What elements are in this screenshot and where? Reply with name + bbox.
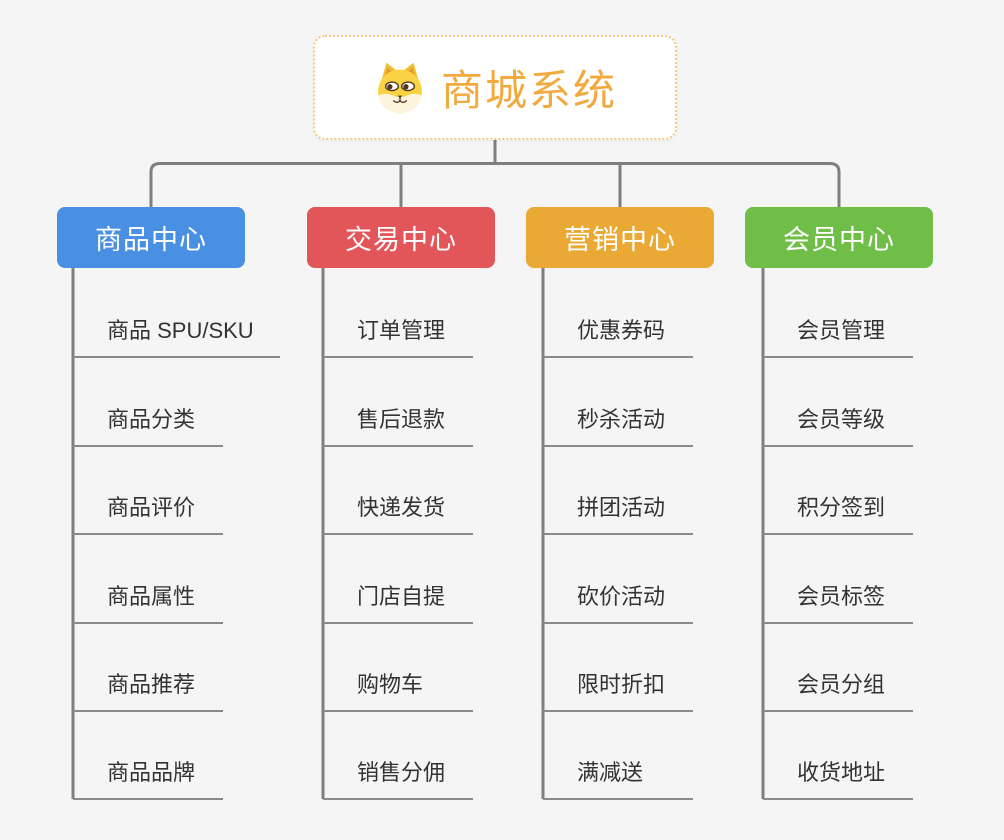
leaf-topic[interactable]: 购物车 bbox=[323, 668, 473, 712]
leaf-topic[interactable]: 商品 SPU/SKU bbox=[73, 314, 280, 358]
branch-member-center-children: 会员管理 会员等级 积分签到 会员标签 会员分组 收货地址 bbox=[763, 0, 1004, 840]
shiba-dog-icon bbox=[378, 62, 422, 113]
root-topic[interactable]: 商城系统 bbox=[313, 35, 677, 140]
leaf-topic[interactable]: 限时折扣 bbox=[543, 668, 693, 712]
leaf-topic[interactable]: 积分签到 bbox=[763, 491, 913, 535]
leaf-topic[interactable]: 收货地址 bbox=[763, 756, 913, 800]
leaf-topic[interactable]: 会员分组 bbox=[763, 668, 913, 712]
root-topic-title: 商城系统 bbox=[440, 67, 617, 114]
branch-marketing-center[interactable]: 营销中心 bbox=[526, 207, 714, 268]
leaf-topic[interactable]: 商品品牌 bbox=[73, 756, 223, 800]
leaf-topic[interactable]: 会员管理 bbox=[763, 314, 913, 358]
leaf-topic[interactable]: 秒杀活动 bbox=[543, 403, 693, 447]
branch-trade-center[interactable]: 交易中心 bbox=[307, 207, 495, 268]
branch-product-center-children: 商品 SPU/SKU 商品分类 商品评价 商品属性 商品推荐 商品品牌 bbox=[73, 0, 353, 840]
branch-trade-center-children: 订单管理 售后退款 快递发货 门店自提 购物车 销售分佣 bbox=[323, 0, 603, 840]
leaf-topic[interactable]: 商品分类 bbox=[73, 403, 223, 447]
leaf-topic[interactable]: 商品属性 bbox=[73, 580, 223, 624]
leaf-topic[interactable]: 拼团活动 bbox=[543, 491, 693, 535]
leaf-topic[interactable]: 砍价活动 bbox=[543, 580, 693, 624]
leaf-topic[interactable]: 销售分佣 bbox=[323, 756, 473, 800]
leaf-topic[interactable]: 会员等级 bbox=[763, 403, 913, 447]
leaf-topic[interactable]: 快递发货 bbox=[323, 491, 473, 535]
leaf-topic[interactable]: 订单管理 bbox=[323, 314, 473, 358]
branch-marketing-center-children: 优惠券码 秒杀活动 拼团活动 砍价活动 限时折扣 满减送 bbox=[543, 0, 823, 840]
leaf-topic[interactable]: 售后退款 bbox=[323, 403, 473, 447]
leaf-topic[interactable]: 满减送 bbox=[543, 756, 693, 800]
leaf-topic[interactable]: 商品推荐 bbox=[73, 668, 223, 712]
branch-member-center[interactable]: 会员中心 bbox=[745, 207, 933, 268]
leaf-topic[interactable]: 门店自提 bbox=[323, 580, 473, 624]
leaf-topic[interactable]: 优惠券码 bbox=[543, 314, 693, 358]
leaf-topic[interactable]: 会员标签 bbox=[763, 580, 913, 624]
branch-product-center[interactable]: 商品中心 bbox=[57, 207, 245, 268]
leaf-topic[interactable]: 商品评价 bbox=[73, 491, 223, 535]
